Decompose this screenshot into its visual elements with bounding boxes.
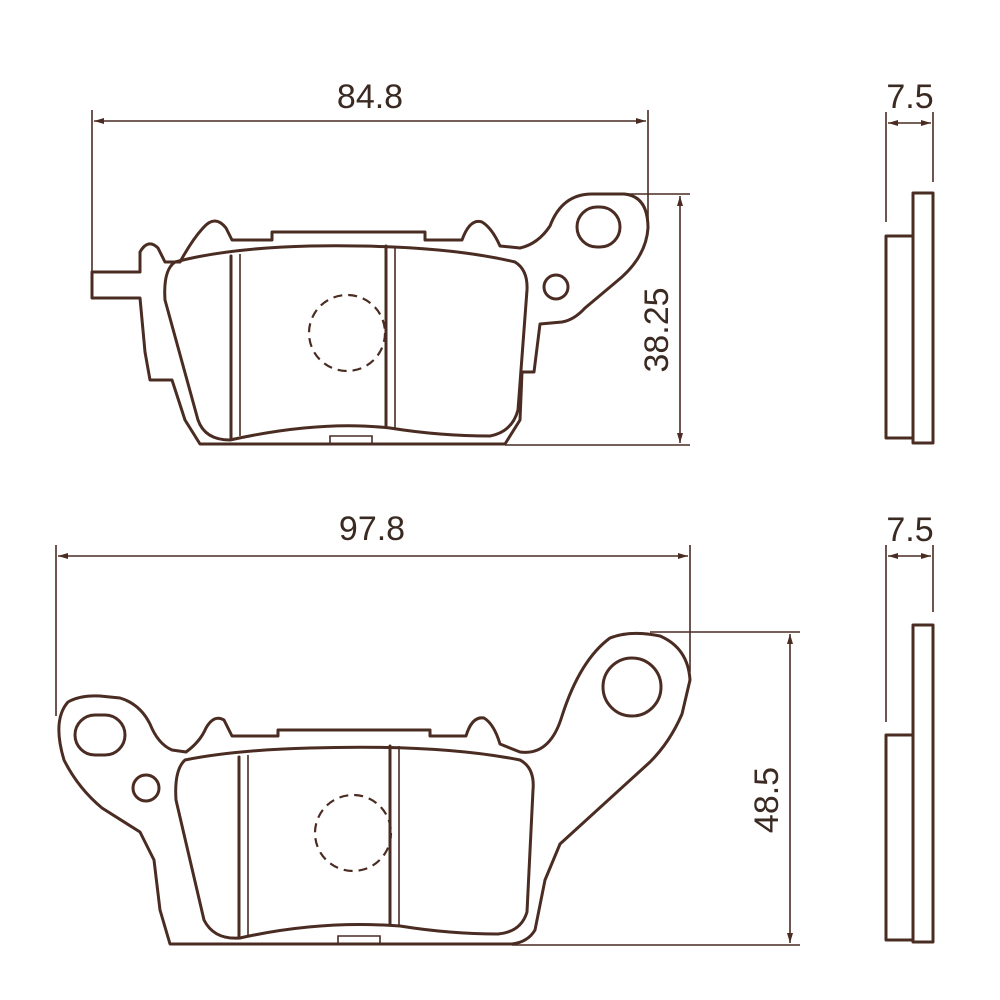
- bottom-pad-width-dimension: 97.8: [55, 510, 691, 716]
- top-pad-height-dimension: 38.25: [505, 193, 690, 446]
- top-pad-front-view: [90, 192, 650, 446]
- top-pad-bottom-notch: [329, 435, 373, 444]
- top-pad-side-view: [884, 191, 935, 445]
- bottom-pad-right-mounting-hole: [601, 656, 663, 718]
- top-pad-mounting-hole: [575, 205, 622, 249]
- bottom-pad-side-friction: [884, 733, 915, 942]
- top-pad-sensor-circle: [307, 293, 387, 373]
- bottom-pad-height-dimension: 48.5: [512, 631, 800, 946]
- top-pad-backing-plate: [90, 192, 650, 446]
- top-pad-side-friction: [884, 234, 915, 440]
- bottom-pad-sensor-circle: [313, 793, 393, 873]
- top-pad-thickness-dimension: 7.5: [885, 78, 934, 222]
- bottom-pad-backing-plate: [57, 631, 692, 946]
- bottom-pad-front-view: [57, 631, 692, 946]
- top-pad-height-label: 38.25: [638, 287, 676, 372]
- top-pad-thickness-label: 7.5: [886, 78, 933, 116]
- bottom-pad-side-view: [884, 623, 935, 944]
- bottom-pad-friction-material: [174, 745, 535, 940]
- bottom-pad-small-hole: [131, 773, 161, 803]
- bottom-pad-height-label: 48.5: [748, 767, 786, 833]
- top-pad-width-dimension: 84.8: [91, 78, 649, 272]
- bottom-pad-bottom-notch: [337, 935, 381, 944]
- top-pad-width-label: 84.8: [337, 78, 403, 116]
- top-pad-side-backing: [911, 191, 935, 445]
- top-pad-small-hole: [542, 273, 570, 301]
- bottom-pad-side-backing: [911, 623, 935, 944]
- bottom-pad-thickness-dimension: 7.5: [885, 511, 934, 722]
- bottom-pad-thickness-label: 7.5: [886, 511, 933, 549]
- bottom-pad-left-mounting-hole: [73, 713, 127, 757]
- top-pad-friction-material: [163, 244, 529, 442]
- bottom-pad-width-label: 97.8: [339, 510, 405, 548]
